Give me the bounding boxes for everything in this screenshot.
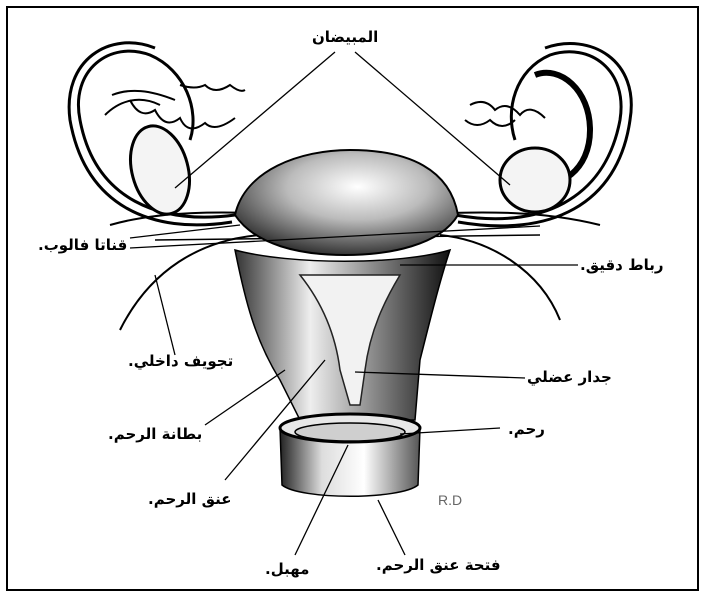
label-muscular-wall: جدار عضلي xyxy=(527,368,612,386)
uterine-body xyxy=(235,150,458,255)
right-fimbriae xyxy=(465,102,545,126)
label-vagina: مهبل. xyxy=(265,560,309,578)
label-cervix: عنق الرحم. xyxy=(148,490,232,508)
label-inner-cavity: تجويف داخلي. xyxy=(128,352,233,370)
label-cervical-opening: فتحة عنق الرحم. xyxy=(376,556,501,574)
label-endometrium: بطانة الرحم. xyxy=(108,425,202,443)
right-ovary xyxy=(500,148,570,212)
label-fallopian-tubes: قناتا فالوب. xyxy=(38,236,127,254)
label-uterus: رحم. xyxy=(508,420,545,438)
artist-signature: R.D xyxy=(438,492,462,508)
cervical-os xyxy=(295,423,405,441)
left-ovary xyxy=(121,119,198,220)
label-ovaries: المبيضان xyxy=(312,28,378,46)
label-round-ligament: رباط دقيق. xyxy=(580,256,664,274)
